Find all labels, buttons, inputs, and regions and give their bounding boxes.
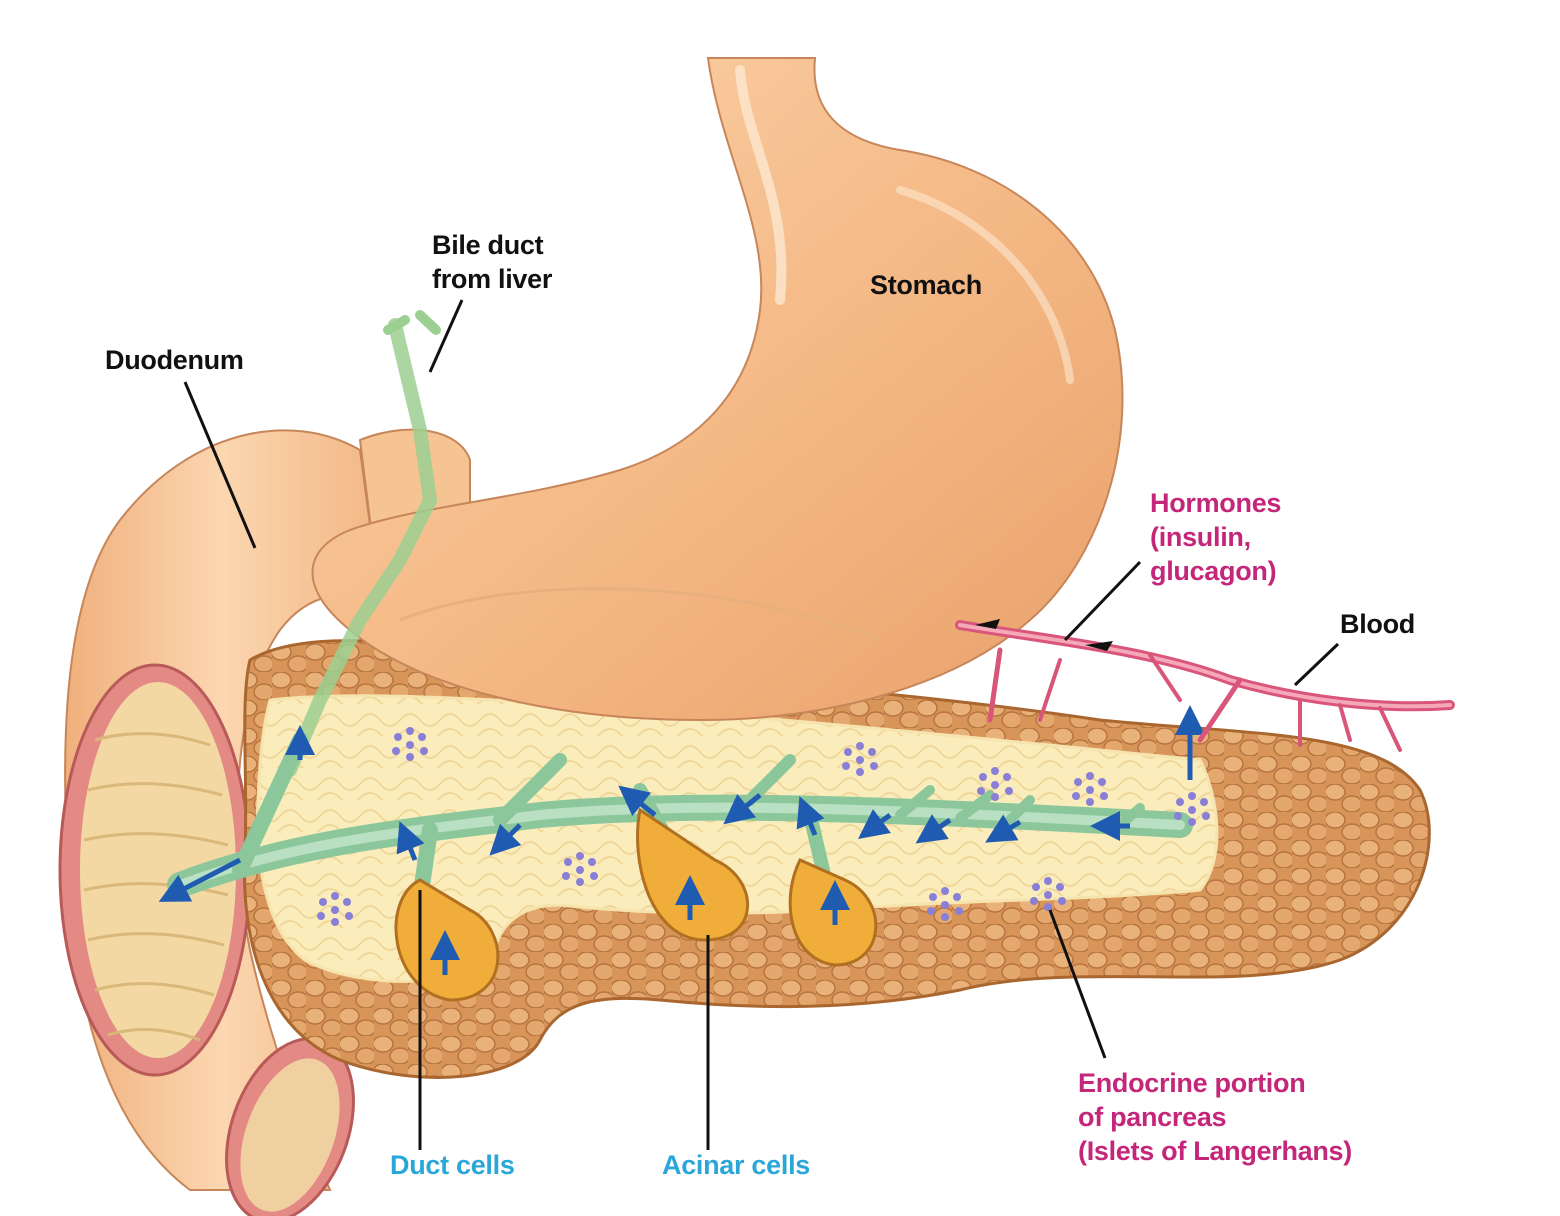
secretion-flow-arrows: [158, 705, 1205, 975]
leader-lines: [183, 299, 1340, 1150]
bile-duct-label-line2: from liver: [432, 264, 553, 294]
duodenum-shape: [58, 428, 471, 1216]
bile-duct: [283, 310, 441, 777]
stomach-shape: [311, 57, 1124, 722]
hormones-label-line3: glucagon): [1150, 556, 1277, 586]
hormones-label-line1: Hormones: [1150, 488, 1282, 518]
acinar-cells-label: Acinar cells: [662, 1150, 810, 1180]
stomach-label: Stomach: [870, 270, 982, 300]
duct-cells-label: Duct cells: [390, 1150, 515, 1180]
islets: [317, 727, 1210, 926]
hormone-arrows: [975, 619, 1113, 651]
pancreas-shape: [242, 639, 1431, 1079]
bile-duct-label-line1: Bile duct: [432, 230, 544, 260]
endocrine-label-line2: of pancreas: [1078, 1102, 1227, 1132]
hormones-label: Hormones (insulin, glucagon): [1150, 486, 1281, 588]
endocrine-portion-label: Endocrine portion of pancreas (Islets of…: [1078, 1066, 1352, 1168]
endocrine-label-line1: Endocrine portion: [1078, 1068, 1306, 1098]
duodenum-label: Duodenum: [105, 345, 244, 375]
endocrine-label-line3: (Islets of Langerhans): [1078, 1136, 1352, 1166]
hormones-label-line2: (insulin,: [1150, 522, 1251, 552]
blood-vessels: [955, 620, 1455, 752]
blood-label: Blood: [1340, 609, 1415, 639]
bile-duct-label: Bile duct from liver: [432, 228, 552, 296]
